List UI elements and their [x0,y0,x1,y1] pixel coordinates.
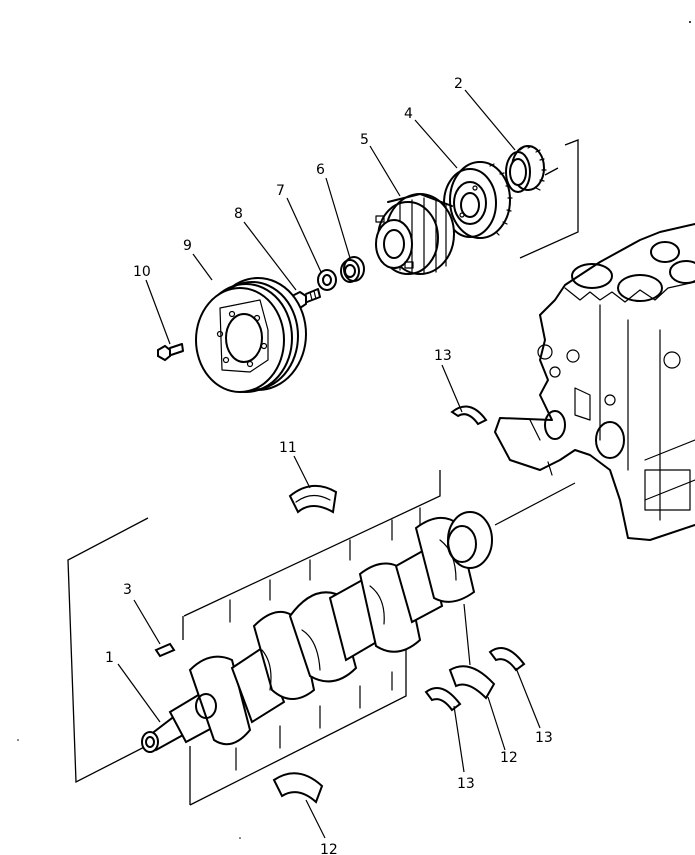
callout-4: 4 [404,106,413,122]
pulley-part-9 [195,277,307,393]
callout-9: 9 [183,238,192,254]
thrust-washer-part-13-lower-right [488,647,526,672]
thrust-washer-part-13-lower-left [424,687,462,712]
callout-13-right: 13 [535,730,553,746]
bearing-shell-part-12-bottom [272,772,324,804]
callout-6: 6 [316,162,325,178]
key-part-3 [154,642,176,658]
bolt-part-10 [157,343,184,362]
callout-3: 3 [123,582,132,598]
gear-part-4 [443,161,513,239]
crankshaft-frame [67,470,441,806]
gear-part-5 [375,193,455,275]
callout-13-upper: 13 [434,348,452,364]
callout-7: 7 [276,183,285,199]
crankshaft-part-1 [141,511,493,753]
callout-12-bottom: 12 [320,842,338,855]
bearing-shell-part-12-middle [448,665,496,700]
washer-part-7 [317,269,337,291]
thrust-washer-part-13-upper [450,405,488,426]
bearing-shell-part-11 [288,485,338,514]
speck [239,837,241,839]
speck [17,739,19,741]
callout-8: 8 [234,206,243,222]
leader-lines [117,89,541,839]
sleeve-part-2 [505,145,547,193]
callout-5: 5 [360,132,369,148]
speck [689,21,691,23]
engine-block [494,223,695,541]
callout-2: 2 [454,76,463,92]
callout-1: 1 [105,650,114,666]
spacer-part-6 [340,256,365,283]
gear-train-frame [519,139,579,259]
axis-line-crank [494,482,576,526]
callout-12-middle: 12 [500,750,518,766]
callout-10: 10 [133,264,151,280]
callout-13-lower: 13 [457,776,475,792]
callout-11: 11 [279,440,297,456]
callout-labels: 2 4 5 6 7 8 9 10 13 11 3 1 13 12 13 12 [105,76,553,855]
